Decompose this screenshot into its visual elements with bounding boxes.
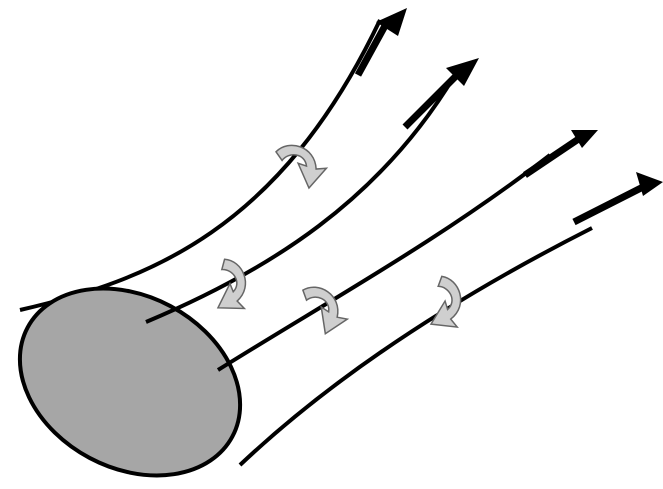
tube-outline-bottom [238,226,593,467]
field-line-3-end [523,133,585,178]
field-line-3 [216,153,552,372]
field-line-2 [145,73,457,324]
arrowhead-icon [376,8,407,36]
curved-rotation-arrow-icon [413,271,474,338]
arrowhead-icon [446,58,479,86]
tube-cross-section [17,286,243,478]
arrowhead-icon [636,172,663,196]
tube-outline-top [19,19,382,312]
arrowhead-icon [571,130,598,148]
field-line-2-end [402,71,461,130]
field-line-1-end [354,22,390,77]
curved-rotation-arrow-icon [197,253,260,321]
curved-rotation-arrow-icon [270,141,331,192]
field-line-4-end [572,182,647,226]
